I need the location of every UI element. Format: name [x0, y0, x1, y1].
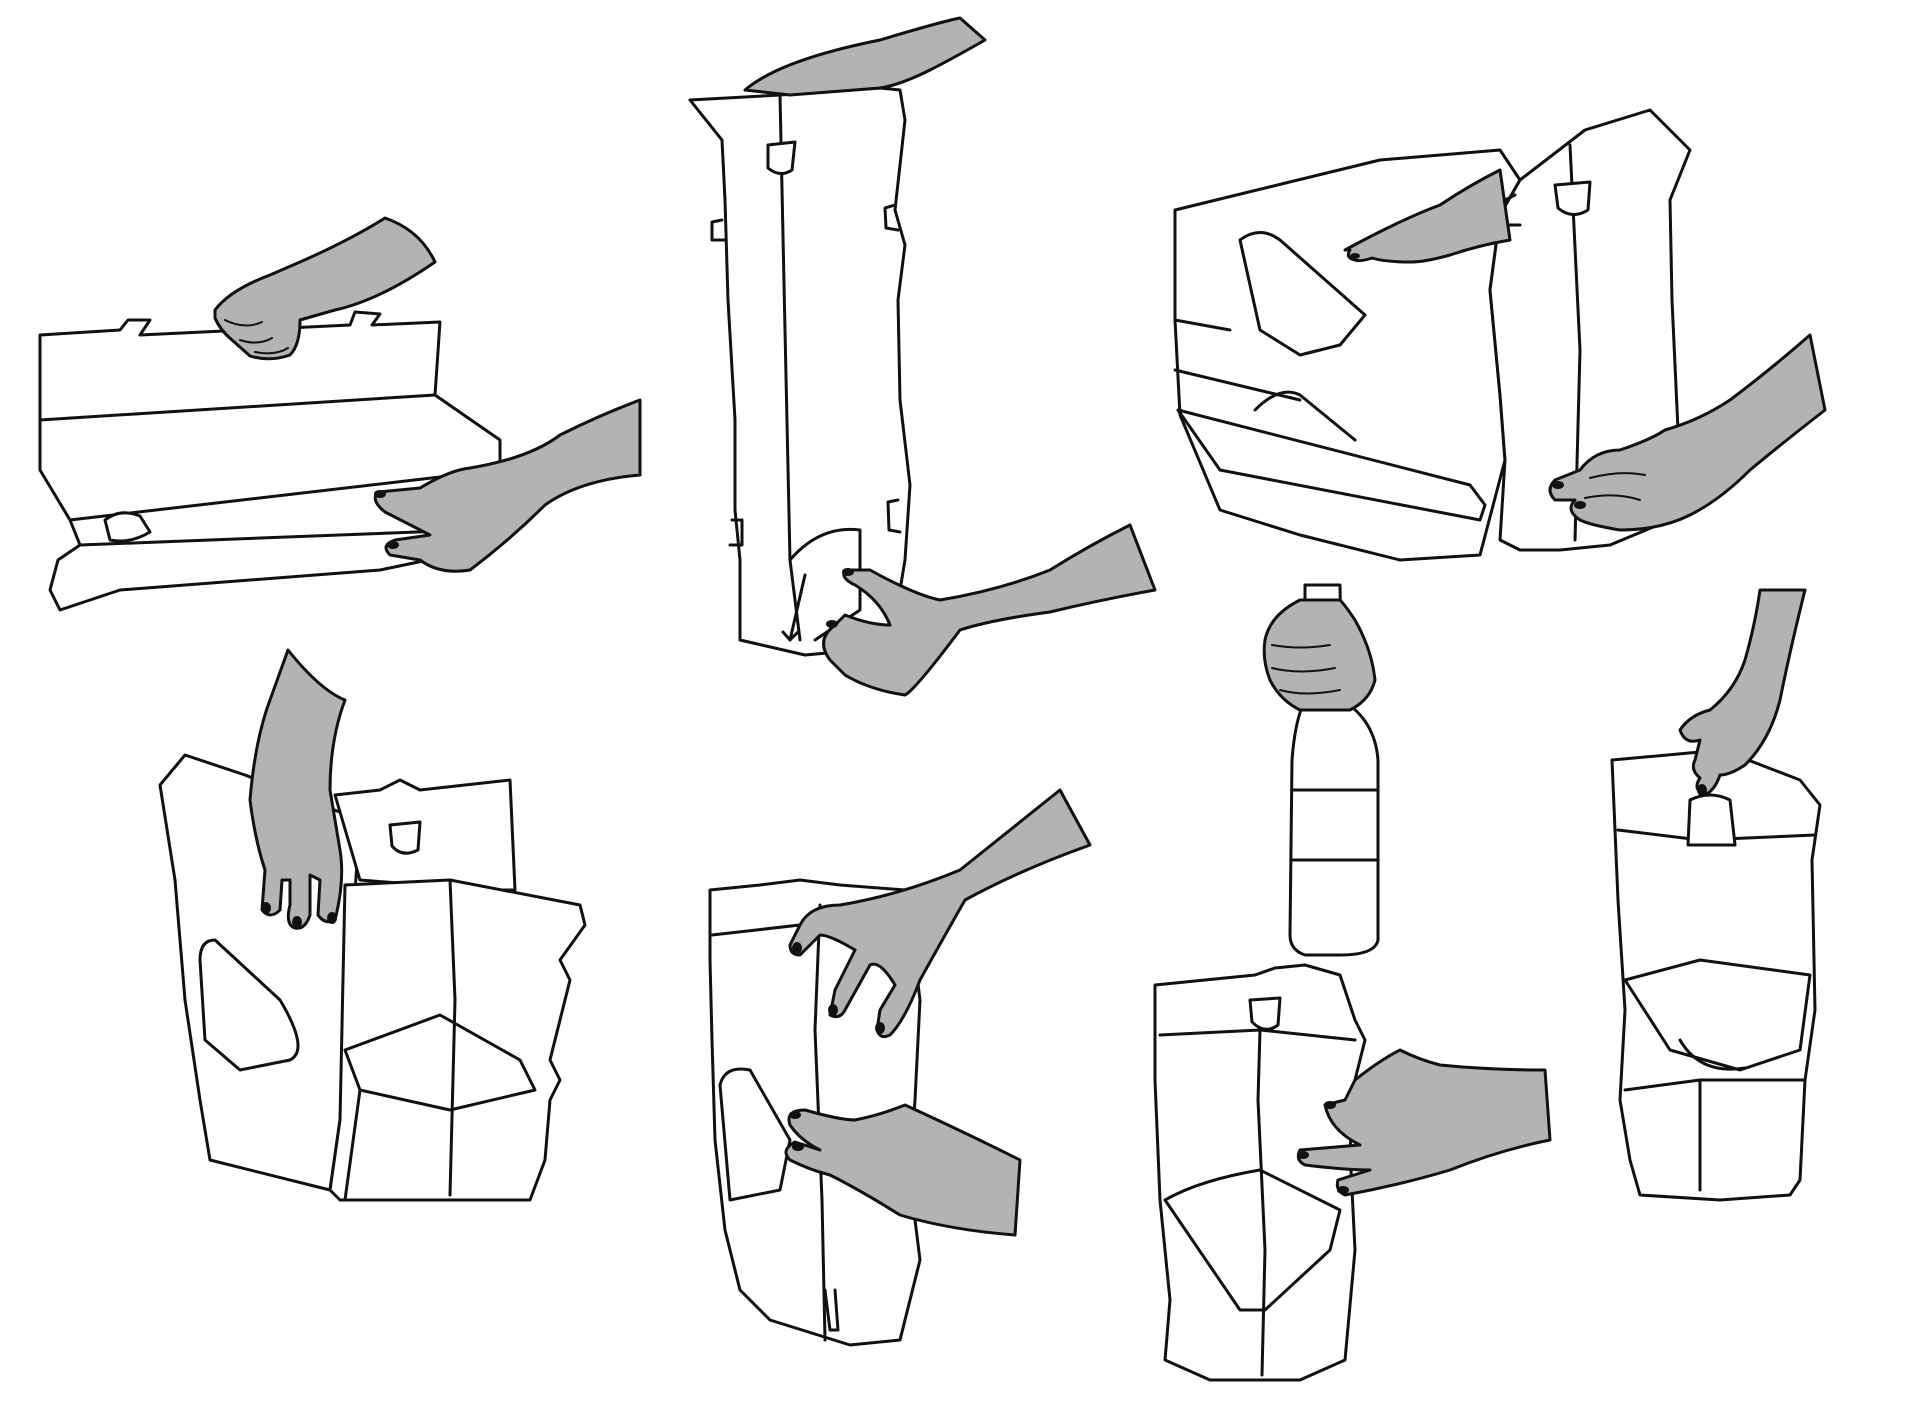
finger-lines [1271, 644, 1341, 695]
carton-tube [1610, 750, 1822, 1202]
nail [1574, 501, 1586, 509]
nail [828, 1004, 838, 1016]
carton-slots-lower [728, 498, 902, 547]
folded-strip [1176, 408, 1487, 522]
carton-back-panels [333, 778, 517, 892]
nail [826, 620, 838, 628]
nail [1552, 481, 1564, 489]
nail [792, 1143, 804, 1151]
nail [374, 490, 386, 498]
nail [387, 541, 399, 549]
nail [875, 1022, 885, 1034]
hand-top [1678, 588, 1807, 797]
hand-bottom [822, 523, 1157, 697]
carton-flat-panel [38, 310, 502, 612]
finger-lines [224, 319, 289, 355]
carton-tab [103, 511, 152, 543]
carton-pocket [788, 527, 862, 642]
carton-front-panel [1488, 108, 1692, 552]
inner-flap [1623, 958, 1812, 1072]
carton-edge [78, 528, 472, 547]
panel-edge [343, 1088, 362, 1202]
nail [292, 916, 302, 928]
step-6-bottle-above-carton [1153, 583, 1552, 1382]
hand-pushing [1296, 1048, 1552, 1197]
carton-tab [388, 820, 422, 855]
carton-fold-line-2 [68, 468, 502, 522]
carton-slot [823, 1288, 840, 1332]
step-7-bottle-inserted [1610, 588, 1822, 1202]
inner-flap [1238, 231, 1367, 357]
hand-bottom [373, 398, 642, 573]
hand-top [743, 16, 987, 97]
nail [261, 902, 271, 914]
fold-arrow [781, 573, 807, 642]
step-3-folding-panels [1173, 108, 1827, 562]
carton-fold-line [38, 393, 437, 422]
carton-front-panels [328, 878, 587, 1202]
inner-flap [1163, 1168, 1342, 1312]
carton-crease [448, 878, 457, 1197]
hand-gripping-bottle [1262, 598, 1377, 712]
inner-flap-lower [1253, 390, 1357, 442]
nail [1297, 1151, 1309, 1159]
nail [842, 568, 854, 576]
step-1-flat-carton [38, 216, 642, 612]
hand-top [213, 216, 437, 361]
carton-seam [1256, 1028, 1267, 1377]
hand-reaching-in [248, 648, 347, 930]
hand-top [788, 788, 1092, 1039]
nail [792, 942, 802, 954]
nail [1350, 253, 1360, 259]
carton-upright-panel [688, 86, 912, 657]
bottle-base [1678, 1038, 1747, 1071]
inner-flap [718, 1067, 792, 1202]
carton-tab [766, 140, 797, 175]
step-2-upright-carton [688, 16, 1157, 697]
nail [327, 912, 337, 924]
inner-flap-left [198, 938, 300, 1072]
carton-tab [1553, 180, 1592, 216]
carton-crease [778, 93, 802, 642]
hand-bottom [1548, 333, 1827, 532]
nail [1337, 1186, 1349, 1194]
carton-edges [1623, 1078, 1807, 1192]
bottle-neck [1686, 793, 1737, 847]
carton-tab [1248, 996, 1282, 1031]
step-5-closing-carton [708, 788, 1092, 1347]
finger-lines [1584, 472, 1646, 501]
nail [1697, 784, 1707, 796]
carton-slots [710, 203, 900, 242]
hand-bottom [784, 1103, 1022, 1237]
step-4-opened-carton [158, 648, 587, 1202]
bottle-label [1290, 788, 1380, 862]
nail [789, 1111, 801, 1119]
nail [1324, 1101, 1336, 1109]
hand-top [1343, 168, 1512, 264]
